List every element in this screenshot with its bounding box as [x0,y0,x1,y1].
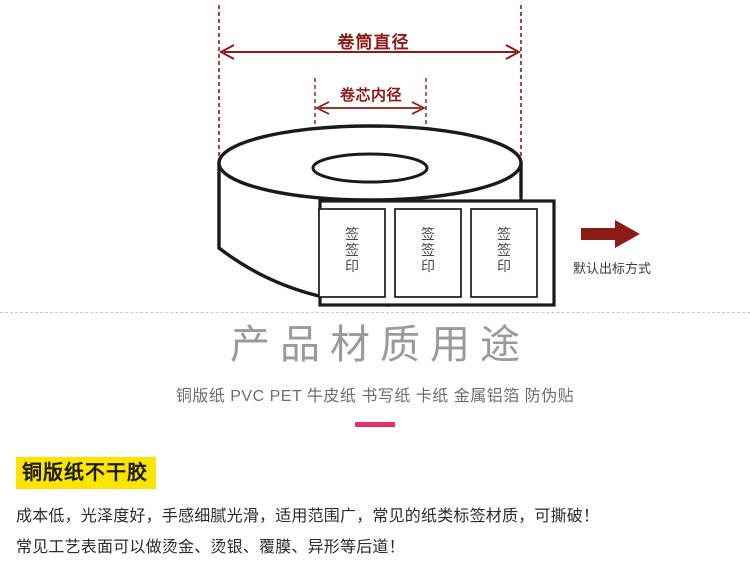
inner-core-arrow [314,101,427,115]
description-line: 常见工艺表面可以做烫金、烫银、覆膜、异形等后道！ [16,539,405,556]
material-description-block: 铜版纸不干胶 成本低，光泽度好，手感细腻光滑，适用范围广，常见的纸类标签材质，可… [16,457,734,563]
material-usage-section: 产品材质用途 铜版纸 PVC PET 牛皮纸 书写纸 卡纸 金属铝箔 防伪贴 [0,318,750,427]
label-cell [470,208,538,298]
material-list: 铜版纸 PVC PET 牛皮纸 书写纸 卡纸 金属铝箔 防伪贴 [175,388,575,405]
label-roll-diagram: 卷筒直径 卷芯内径 签 签 印 签 签 印 签 签 印 默认出标方式 [217,5,652,307]
label-cell-text: 签 签 印 [395,226,461,274]
feed-direction-arrow [581,220,640,248]
material-section-title: 产品材质用途 [230,323,530,367]
inner-core-diameter-label: 卷芯内径 [339,87,402,104]
description-heading: 铜版纸不干胶 [16,457,156,489]
label-cell-text: 签 签 印 [319,226,385,274]
label-cell-char: 印 [421,258,435,274]
section-divider [0,312,750,313]
feed-direction-note: 默认出标方式 [573,261,652,276]
description-line: 成本低，光泽度好，手感细腻光滑，适用范围广，常见的纸类标签材质，可撕破！ [16,508,600,525]
label-cell-char: 印 [345,258,359,274]
outer-diameter-arrow [218,44,522,60]
description-heading-wrap: 铜版纸不干胶 [16,457,156,489]
roll-core-hole-ellipse [311,152,429,184]
label-cell-char: 签 [421,242,435,258]
label-cell [318,208,386,298]
outer-diameter-label: 卷筒直径 [337,33,410,52]
label-cell [394,208,462,298]
label-cell-text: 签 签 印 [471,226,537,274]
label-cell-char: 印 [497,258,511,274]
label-cell-char: 签 [497,242,511,258]
label-cell-char: 签 [345,242,359,258]
roll-illustration-svg [217,5,640,307]
label-cell-char: 签 [345,226,359,242]
title-underline-accent [355,422,395,427]
label-cell-char: 签 [421,226,435,242]
label-cell-char: 签 [497,226,511,242]
